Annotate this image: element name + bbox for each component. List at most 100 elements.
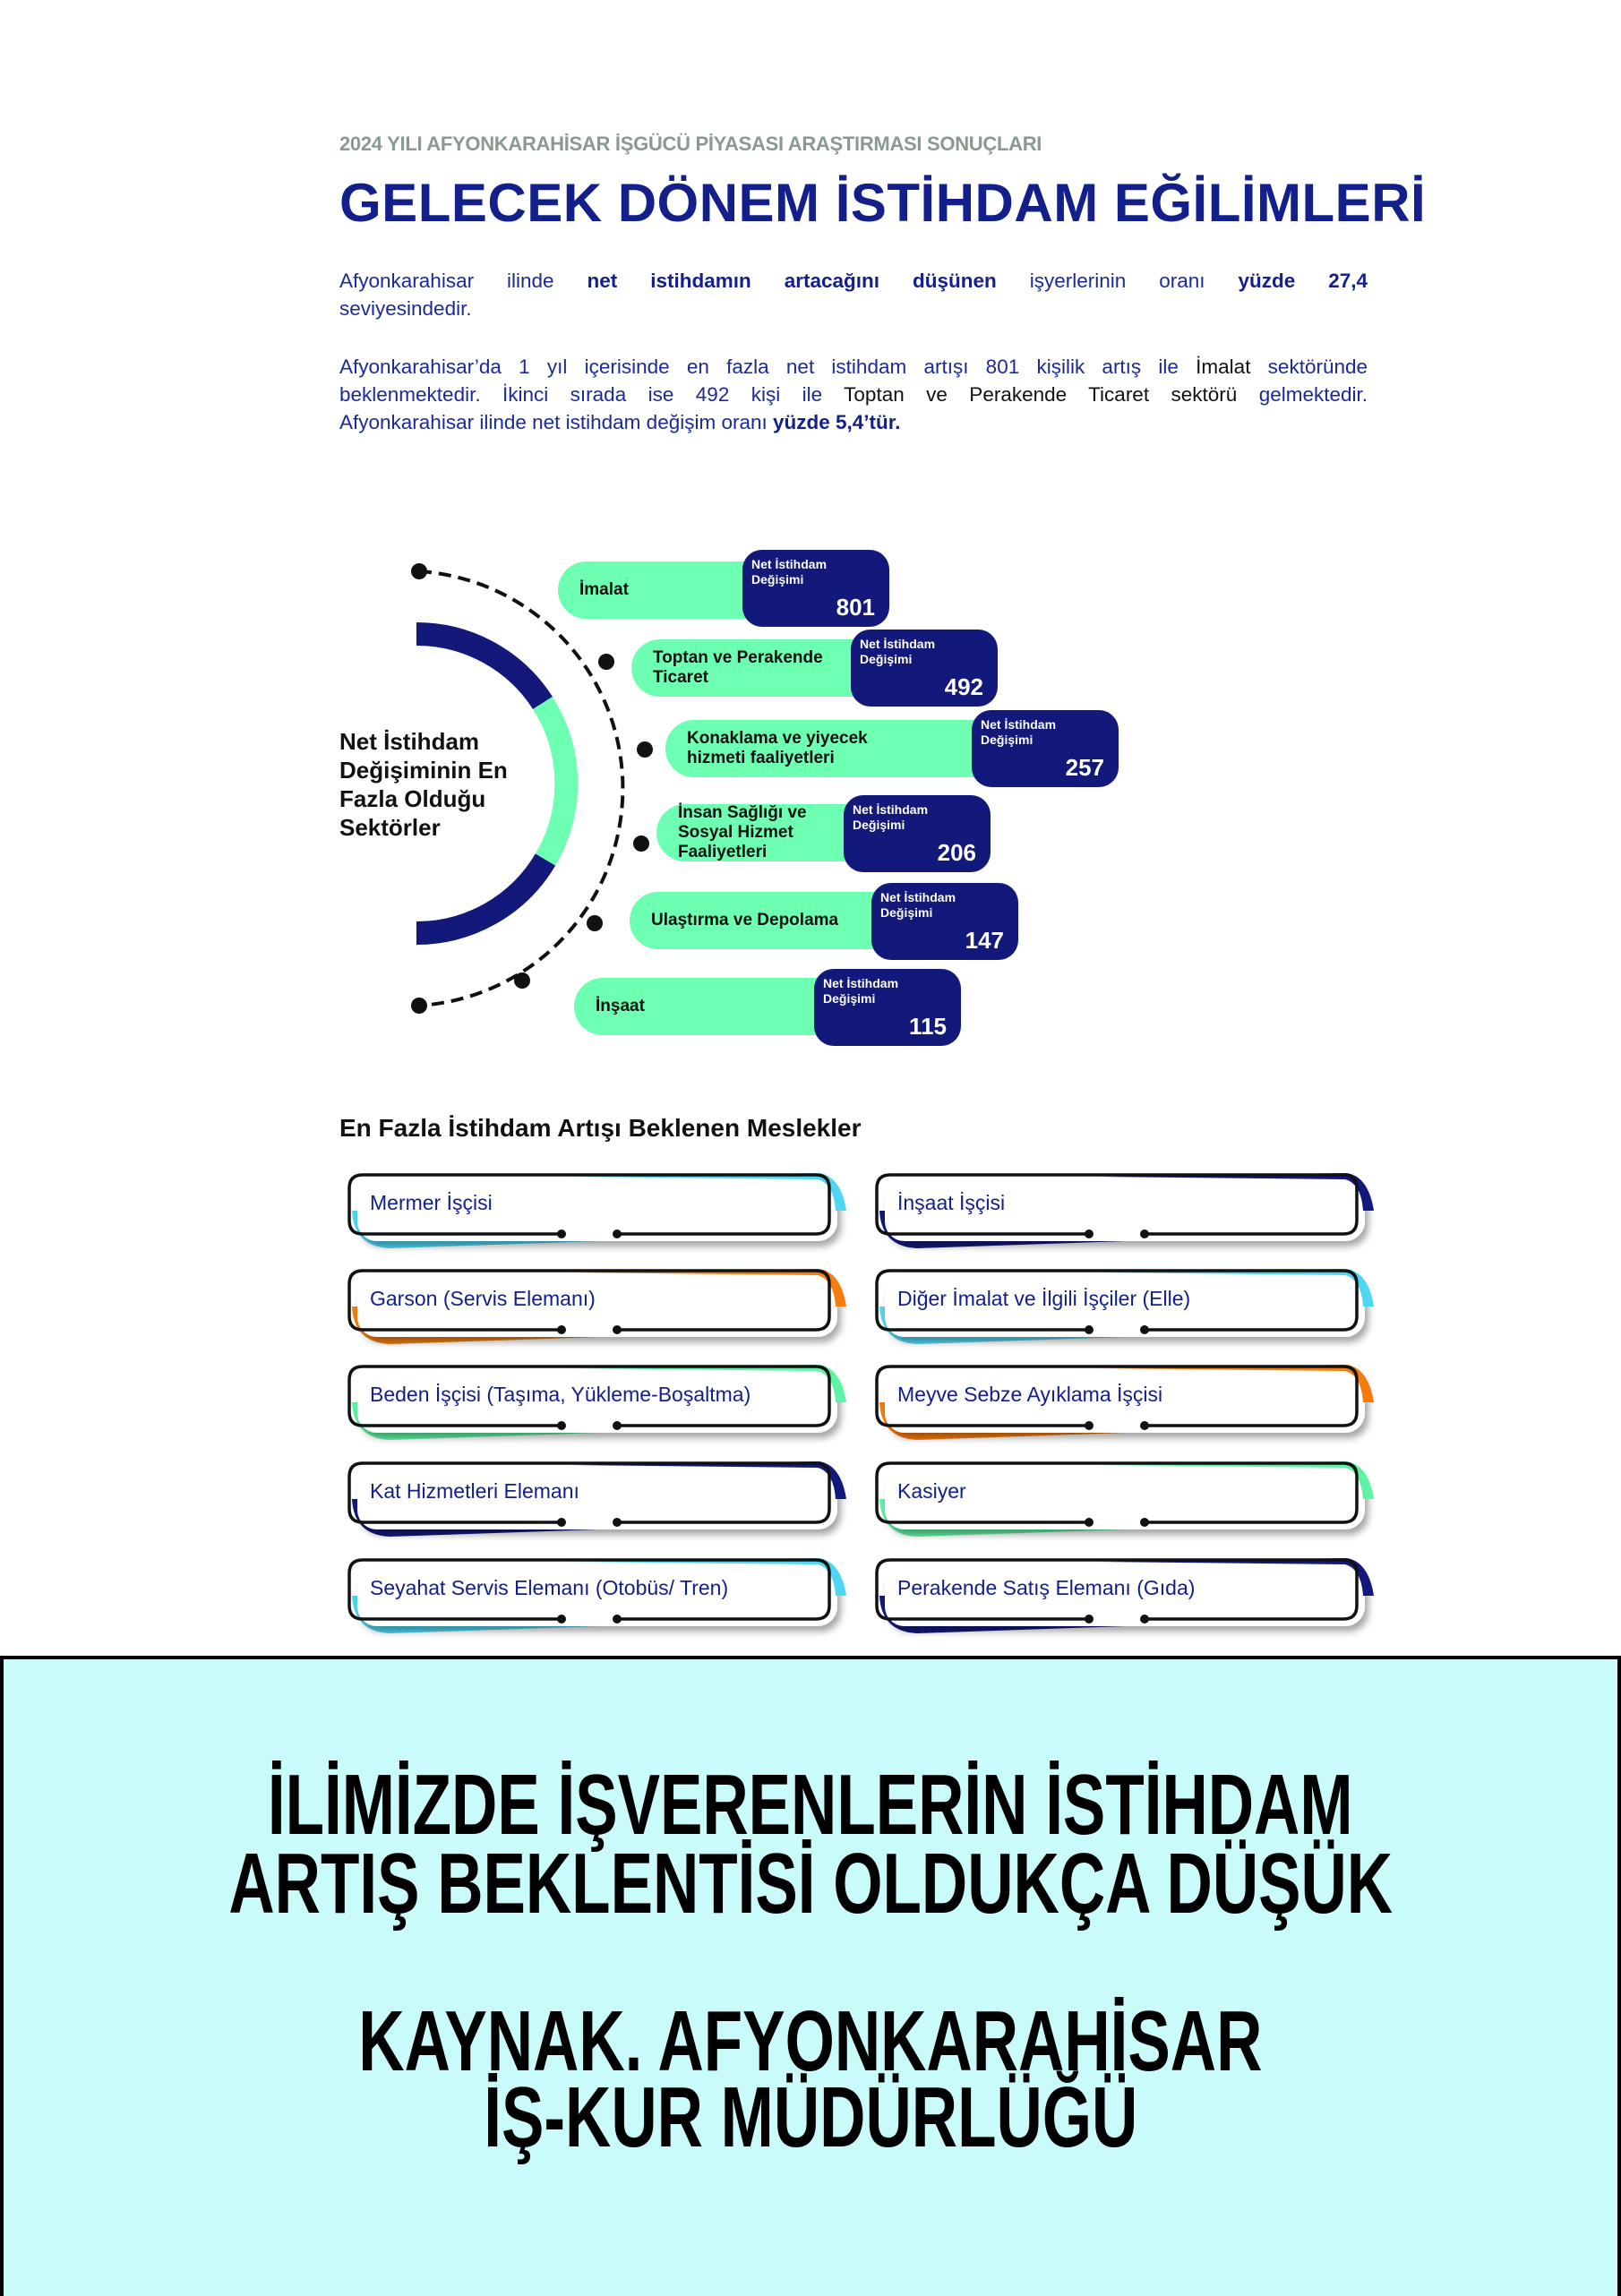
net-change-label: Net İstihdam Değişimi bbox=[860, 637, 936, 666]
text-segment: beklenmektedir. İkinci sırada ise 492 ki… bbox=[339, 383, 845, 406]
report-kicker: 2024 YILI AFYONKARAHİSAR İŞGÜCÜ PİYASASI… bbox=[339, 133, 1042, 155]
net-change-label: Net İstihdam Değişimi bbox=[880, 890, 956, 920]
label-line: Değişiminin En bbox=[339, 757, 508, 784]
paragraph-line: Afyonkarahisar ilinde net istihdamın art… bbox=[339, 267, 1368, 295]
paragraph-sector-summary: Afyonkarahisar’da 1 yıl içerisinde en fa… bbox=[339, 353, 1368, 436]
sector-name: İnşaat bbox=[596, 997, 645, 1015]
label-line: Net İstihdam bbox=[339, 728, 480, 755]
paragraph-line: seviyesindedir. bbox=[339, 295, 1368, 322]
occupations-heading: En Fazla İstihdam Artışı Beklenen Meslek… bbox=[339, 1114, 862, 1142]
occupation-label: Kat Hizmetleri Elemanı bbox=[370, 1479, 579, 1503]
arc-dots bbox=[411, 563, 653, 1014]
paragraph-line: Afyonkarahisar ilinde net istihdam değiş… bbox=[339, 408, 1368, 436]
card-frame bbox=[875, 1365, 1374, 1440]
paragraph-line: beklenmektedir. İkinci sırada ise 492 ki… bbox=[339, 381, 1368, 408]
occupation-card: Mermer İşçisi bbox=[347, 1171, 848, 1254]
occupation-label: İnşaat İşçisi bbox=[897, 1191, 1006, 1214]
net-change-value: 115 bbox=[909, 1013, 947, 1040]
banner-line-4: İŞ-KUR MÜDÜRLÜĞÜ bbox=[4, 2069, 1617, 2167]
banner-text: İŞ-KUR MÜDÜRLÜĞÜ bbox=[483, 2069, 1138, 2165]
sector-name-pill: Ulaştırma ve Depolama bbox=[630, 892, 898, 949]
sector-name-pill: Toptan ve Perakende Ticaret bbox=[631, 639, 882, 697]
label-line: Sektörler bbox=[339, 814, 441, 841]
occupation-card: Kat Hizmetleri Elemanı bbox=[347, 1460, 848, 1542]
banner-text: KAYNAK. AFYONKARAHİSAR bbox=[358, 1993, 1263, 2089]
net-change-label: Net İstihdam Değişimi bbox=[823, 976, 899, 1006]
half-ring-middle-segment bbox=[532, 697, 579, 866]
dashed-arc bbox=[418, 570, 625, 1007]
card-frame bbox=[875, 1269, 1374, 1344]
banner-text: İLİMİZDE İŞVERENLERİN İSTİHDAM bbox=[268, 1757, 1353, 1853]
sector-diagram-label: Net İstihdam Değişiminin En Fazla Olduğu… bbox=[339, 727, 508, 842]
text-segment: gelmektedir. bbox=[1237, 383, 1368, 406]
text-segment: Toptan ve Perakende Ticaret sektörü bbox=[844, 383, 1238, 406]
paragraph-line: Afyonkarahisar’da 1 yıl içerisinde en fa… bbox=[339, 353, 1368, 381]
sector-name: İnsan Sağlığı ve Sosyal Hizmet Faaliyetl… bbox=[678, 803, 807, 861]
occupation-card: Perakende Satış Elemanı (Gıda) bbox=[874, 1556, 1376, 1639]
net-change-value: 492 bbox=[944, 673, 983, 700]
sector-name-pill: İnsan Sağlığı ve Sosyal Hizmet Faaliyetl… bbox=[656, 803, 871, 861]
page-title: GELECEK DÖNEM İSTİHDAM EĞİLİMLERİ bbox=[339, 173, 1427, 233]
text-segment: Afyonkarahisar’da 1 yıl içerisinde en fa… bbox=[339, 356, 1196, 378]
card-frame bbox=[347, 1461, 846, 1537]
occupation-label: Mermer İşçisi bbox=[370, 1191, 493, 1214]
sector-name-pill: İmalat bbox=[558, 561, 773, 619]
net-change-value: 801 bbox=[836, 594, 875, 621]
net-change-box: Net İstihdam Değişimi 257 bbox=[972, 710, 1119, 787]
occupation-card: Seyahat Servis Elemanı (Otobüs/ Tren) bbox=[347, 1556, 848, 1639]
sector-name: Konaklama ve yiyecek hizmeti faaliyetler… bbox=[687, 729, 868, 767]
emphasis-text: yüzde 27,4 bbox=[1238, 270, 1368, 292]
net-change-box: Net İstihdam Değişimi 206 bbox=[844, 795, 991, 872]
net-change-label: Net İstihdam Değişimi bbox=[981, 717, 1057, 747]
occupation-card: Meyve Sebze Ayıklama İşçisi bbox=[874, 1363, 1376, 1445]
occupation-card: İnşaat İşçisi bbox=[874, 1171, 1376, 1254]
occupation-card: Beden İşçisi (Taşıma, Yükleme-Boşaltma) bbox=[347, 1363, 848, 1445]
net-change-box: Net İstihdam Değişimi 147 bbox=[871, 883, 1018, 960]
net-change-box: Net İstihdam Değişimi 115 bbox=[814, 969, 961, 1046]
net-change-box: Net İstihdam Değişimi 492 bbox=[851, 630, 998, 707]
sector-name: Toptan ve Perakende Ticaret bbox=[653, 648, 823, 687]
text-segment: sektöründe bbox=[1250, 356, 1368, 378]
half-ring-bottom-segment bbox=[416, 853, 556, 946]
card-frame bbox=[875, 1558, 1374, 1633]
net-change-box: Net İstihdam Değişimi 801 bbox=[742, 550, 889, 627]
sector-name: Ulaştırma ve Depolama bbox=[651, 911, 839, 930]
net-change-label: Net İstihdam Değişimi bbox=[853, 802, 929, 832]
card-frame bbox=[347, 1173, 846, 1248]
net-change-value: 206 bbox=[937, 839, 976, 866]
card-frame bbox=[347, 1269, 846, 1344]
card-frame bbox=[347, 1558, 846, 1633]
sector-diagram-graphics bbox=[411, 563, 653, 1014]
occupation-label: Kasiyer bbox=[897, 1479, 966, 1503]
occupation-label: Meyve Sebze Ayıklama İşçisi bbox=[897, 1383, 1163, 1406]
text-segment: İmalat bbox=[1196, 356, 1251, 378]
sector-name-pill: İnşaat bbox=[574, 978, 841, 1035]
occupation-label: Diğer İmalat ve İlgili İşçiler (Elle) bbox=[897, 1287, 1191, 1310]
sector-name-pill: Konaklama ve yiyecek hizmeti faaliyetler… bbox=[665, 720, 999, 777]
emphasis-text: net istihdamın artacağını düşünen bbox=[587, 270, 997, 292]
occupation-card: Diğer İmalat ve İlgili İşçiler (Elle) bbox=[874, 1267, 1376, 1349]
text-segment: seviyesindedir. bbox=[339, 297, 472, 320]
occupation-card: Kasiyer bbox=[874, 1460, 1376, 1542]
banner-line-1: İLİMİZDE İŞVERENLERİN İSTİHDAM bbox=[4, 1756, 1617, 1855]
text-segment: Afyonkarahisar ilinde net istihdam değiş… bbox=[339, 411, 773, 433]
half-ring-top-segment bbox=[416, 621, 553, 710]
occupation-card: Garson (Servis Elemanı) bbox=[347, 1267, 848, 1349]
net-change-value: 147 bbox=[965, 927, 1004, 954]
net-change-value: 257 bbox=[1065, 754, 1104, 781]
paragraph-employment-rate: Afyonkarahisar ilinde net istihdamın art… bbox=[339, 267, 1368, 322]
card-frame bbox=[875, 1461, 1374, 1537]
banner-line-2: ARTIŞ BEKLENTİSİ OLDUKÇA DÜŞÜK bbox=[4, 1835, 1617, 1933]
occupation-label: Beden İşçisi (Taşıma, Yükleme-Boşaltma) bbox=[370, 1383, 751, 1406]
occupation-label: Perakende Satış Elemanı (Gıda) bbox=[897, 1576, 1196, 1599]
occupation-label: Garson (Servis Elemanı) bbox=[370, 1287, 596, 1310]
occupation-label: Seyahat Servis Elemanı (Otobüs/ Tren) bbox=[370, 1576, 729, 1599]
card-frame bbox=[347, 1365, 846, 1440]
sector-name: İmalat bbox=[579, 580, 629, 599]
banner-line-3: KAYNAK. AFYONKARAHİSAR bbox=[4, 1992, 1617, 2091]
label-line: Fazla Olduğu bbox=[339, 785, 486, 812]
banner-text: ARTIŞ BEKLENTİSİ OLDUKÇA DÜŞÜK bbox=[228, 1836, 1393, 1932]
bottom-banner: İLİMİZDE İŞVERENLERİN İSTİHDAM ARTIŞ BEK… bbox=[0, 1656, 1621, 2296]
net-change-label: Net İstihdam Değişimi bbox=[751, 557, 828, 587]
text-segment: işyerlerinin oranı bbox=[996, 270, 1239, 292]
